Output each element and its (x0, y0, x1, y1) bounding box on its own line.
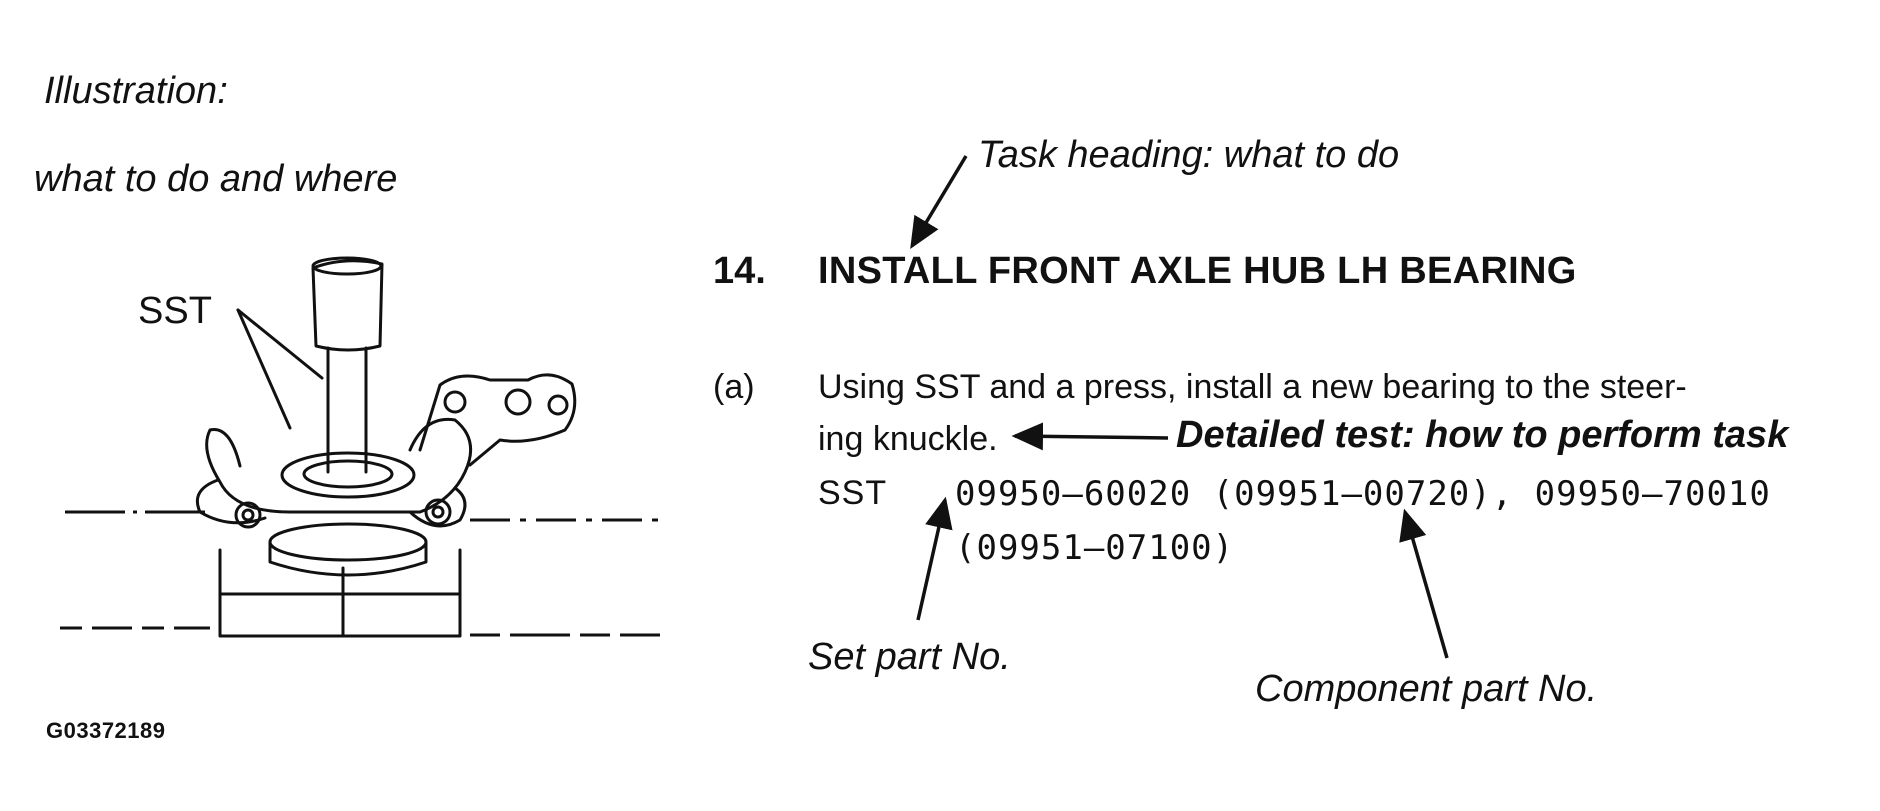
steering-knuckle-press-figure: SST (60, 256, 660, 638)
detail-arrow (1011, 422, 1169, 451)
knuckle-upper-arm (418, 373, 577, 467)
illustration-title: Illustration: (44, 70, 228, 112)
substep-label: (a) (713, 368, 755, 406)
task-heading-arrow (910, 155, 968, 250)
detail-annotation: Detailed test: how to perform task (1176, 414, 1789, 456)
press-shaft (326, 346, 368, 474)
illustration-subtitle: what to do and where (34, 158, 398, 200)
sst-label: SST (818, 474, 888, 512)
press-ram (311, 259, 384, 352)
bearing-ring-inner (302, 459, 394, 489)
step-number: 14. (713, 250, 766, 292)
step-title: INSTALL FRONT AXLE HUB LH BEARING (818, 250, 1577, 292)
set-part-annotation: Set part No. (808, 636, 1011, 678)
knuckle-body (205, 417, 473, 514)
figure-code: G03372189 (46, 718, 166, 743)
task-heading-annotation: Task heading: what to do (978, 134, 1400, 176)
sst-figure-label: SST (138, 290, 212, 332)
mount-hole-left (234, 501, 262, 529)
set-part-arrow (916, 496, 953, 621)
instruction-line-1: Using SST and a press, install a new bea… (818, 368, 1687, 406)
sst-part-numbers-line-1: 09950–60020 (09951–00720), 09950–70010 (955, 474, 1771, 514)
sst-part-numbers-line-2: (09951–07100) (955, 528, 1235, 568)
component-part-annotation: Component part No. (1255, 668, 1598, 710)
instruction-line-2: ing knuckle. (818, 420, 998, 458)
component-part-arrow (1399, 508, 1449, 659)
bearing-ring-outer (280, 451, 416, 499)
mount-hole-right (424, 498, 452, 526)
